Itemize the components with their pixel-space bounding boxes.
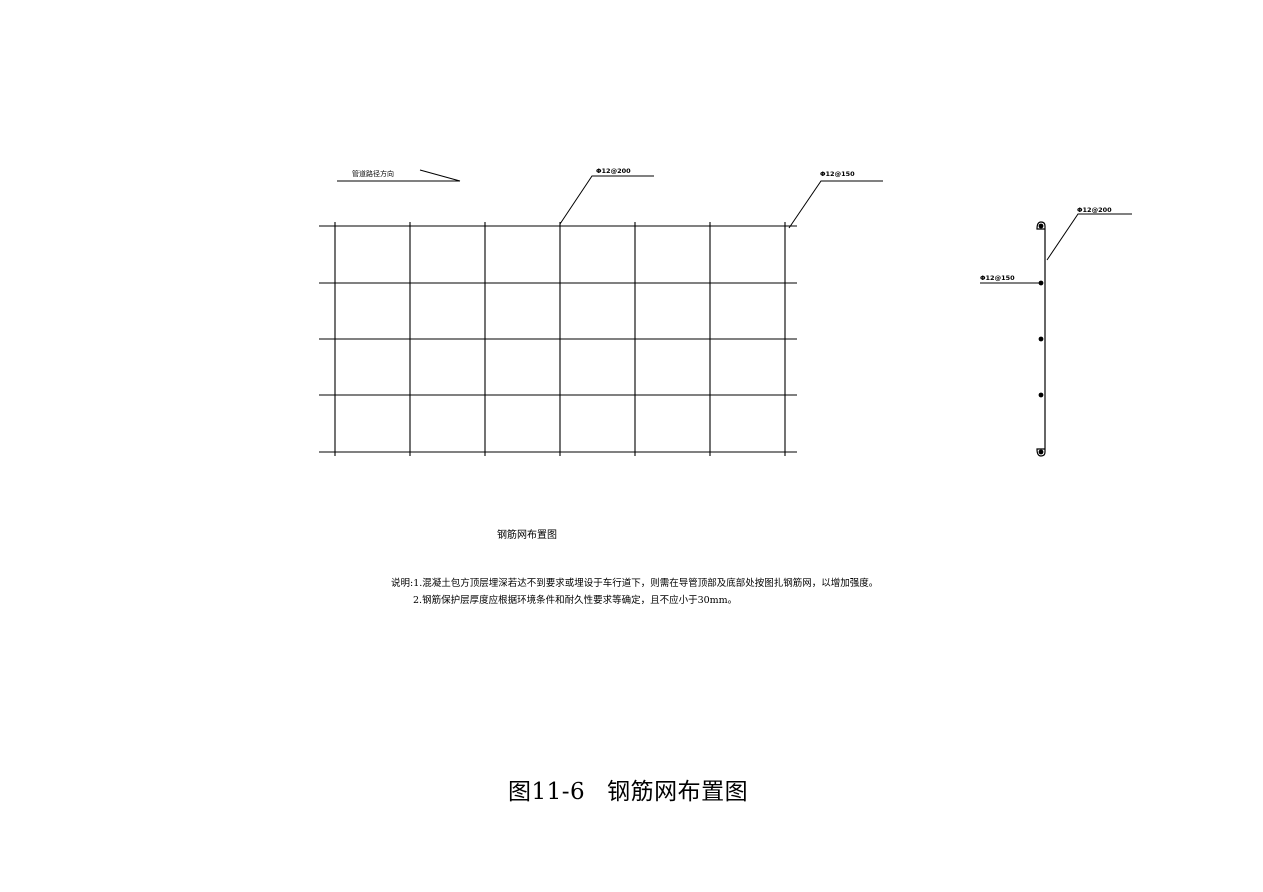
direction-indicator: 管道路径方向: [337, 169, 461, 182]
note-line-2: 2.钢筋保护层厚度应根据环境条件和耐久性要求等确定，且不应小于30mm。: [413, 595, 738, 606]
drawing-title: 钢筋网布置图: [497, 530, 557, 541]
figure-title: 钢筋网布置图: [607, 779, 749, 805]
direction-label: 管道路径方向: [352, 169, 394, 178]
rebar-dot: [1038, 392, 1044, 398]
rebar-dot: [1038, 449, 1044, 455]
rebar-section-view: Φ12@200 Φ12@150: [980, 206, 1132, 457]
figure-number: 图11-6: [508, 779, 586, 805]
section-rebar-label-top: Φ12@200: [1077, 206, 1112, 214]
leader-line: [559, 175, 654, 225]
mesh-leader-top: Φ12@200: [559, 167, 654, 225]
figure-caption: 图11-6 钢筋网布置图: [508, 772, 748, 806]
direction-arrow-head: [419, 169, 461, 182]
section-bottom-hook: [1036, 448, 1046, 457]
section-rebar-label-left: Φ12@150: [980, 274, 1015, 282]
section-top-hook: [1036, 221, 1046, 230]
rebar-dot: [1038, 223, 1044, 229]
mesh-rebar-label-right: Φ12@150: [820, 170, 855, 178]
rebar-dot: [1038, 336, 1044, 342]
mesh-leader-right: Φ12@150: [788, 170, 883, 229]
section-leader-top: [1046, 213, 1132, 261]
note-line-1: 说明:1.混凝土包方顶层埋深若达不到要求或埋设于车行道下，则需在导管顶部及底部处…: [391, 578, 879, 589]
mesh-rebar-label-top: Φ12@200: [596, 167, 631, 175]
rebar-mesh-plan: [319, 222, 797, 456]
leader-line: [788, 180, 883, 229]
